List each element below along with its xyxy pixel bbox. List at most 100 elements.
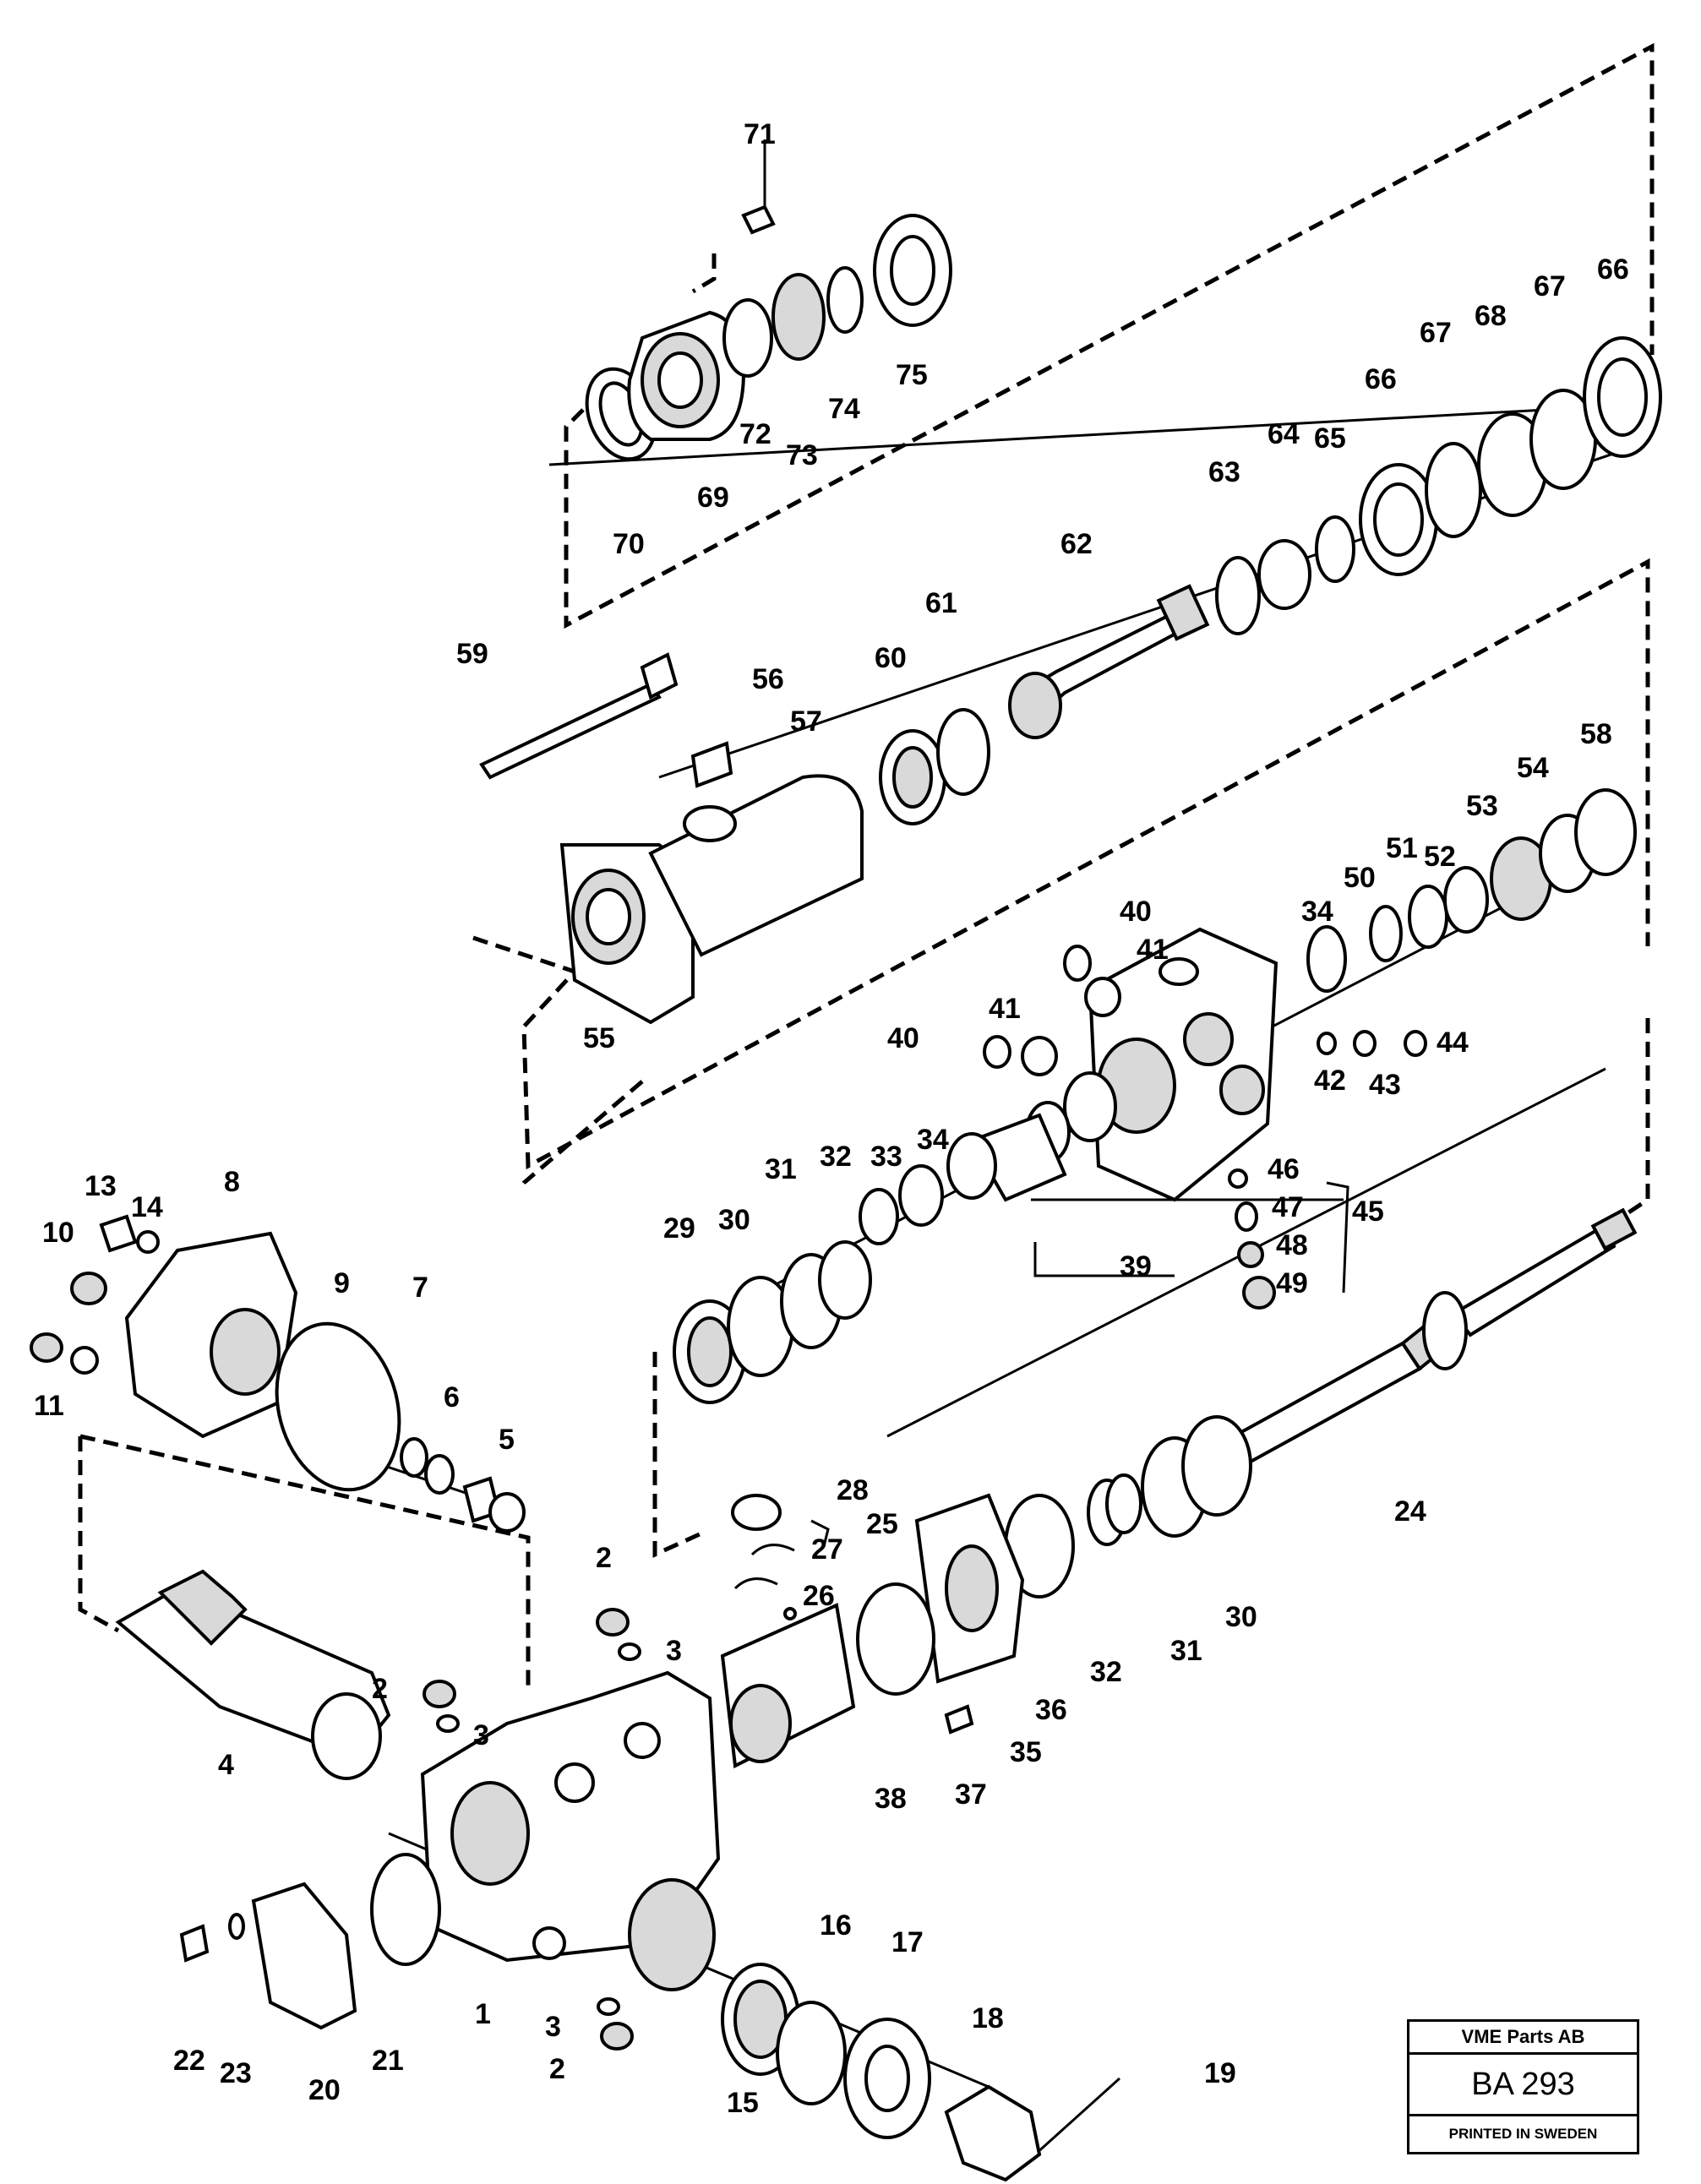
label-31b: 31 bbox=[1170, 1635, 1202, 1667]
gear-housing bbox=[420, 1670, 721, 1991]
label-51: 51 bbox=[1386, 832, 1418, 864]
label-73: 73 bbox=[786, 439, 818, 471]
label-2a: 2 bbox=[596, 1542, 612, 1574]
label-38: 38 bbox=[875, 1783, 907, 1815]
label-66a: 66 bbox=[1597, 253, 1629, 286]
cover-8-group bbox=[30, 1214, 526, 1533]
label-32a: 32 bbox=[820, 1141, 852, 1173]
label-32b: 32 bbox=[1090, 1656, 1122, 1688]
label-23: 23 bbox=[220, 2057, 252, 2089]
label-30a: 30 bbox=[718, 1204, 750, 1236]
label-4: 4 bbox=[218, 1749, 234, 1781]
label-46: 46 bbox=[1268, 1153, 1300, 1185]
lower-parts bbox=[179, 1853, 1042, 2182]
label-10: 10 bbox=[42, 1217, 74, 1249]
label-41b: 41 bbox=[989, 993, 1021, 1025]
label-65: 65 bbox=[1314, 422, 1346, 455]
label-40a: 40 bbox=[1120, 896, 1152, 928]
label-60: 60 bbox=[875, 642, 907, 674]
part-labels: 71 66 67 67 68 66 64 65 63 62 61 60 56 5… bbox=[34, 118, 1629, 2119]
label-48: 48 bbox=[1276, 1229, 1308, 1261]
bolt-59 bbox=[479, 652, 679, 780]
label-19: 19 bbox=[1204, 2057, 1236, 2089]
label-52: 52 bbox=[1424, 841, 1456, 873]
title-block-code: BA 293 bbox=[1409, 2055, 1637, 2116]
label-47: 47 bbox=[1272, 1191, 1304, 1223]
label-68: 68 bbox=[1475, 300, 1507, 332]
label-56: 56 bbox=[752, 663, 784, 695]
label-45: 45 bbox=[1352, 1195, 1384, 1228]
label-30b: 30 bbox=[1225, 1601, 1257, 1633]
label-71: 71 bbox=[744, 118, 776, 150]
label-28: 28 bbox=[837, 1474, 869, 1506]
label-24: 24 bbox=[1394, 1495, 1426, 1528]
label-43: 43 bbox=[1369, 1069, 1401, 1101]
upper-cover-group bbox=[585, 139, 952, 461]
label-35: 35 bbox=[1010, 1736, 1042, 1768]
label-63: 63 bbox=[1208, 456, 1240, 488]
label-3b: 3 bbox=[473, 1719, 489, 1751]
label-62: 62 bbox=[1060, 528, 1093, 560]
label-44: 44 bbox=[1437, 1027, 1469, 1059]
label-59: 59 bbox=[456, 638, 488, 670]
label-61: 61 bbox=[925, 587, 957, 619]
label-6: 6 bbox=[444, 1381, 460, 1413]
label-1: 1 bbox=[475, 1998, 491, 2030]
label-3c: 3 bbox=[545, 2011, 561, 2043]
label-36: 36 bbox=[1035, 1694, 1067, 1726]
piston-group bbox=[720, 1494, 856, 1769]
label-54: 54 bbox=[1517, 752, 1549, 784]
bearing-60-ring-61 bbox=[879, 708, 990, 825]
label-33: 33 bbox=[870, 1141, 902, 1173]
label-57: 57 bbox=[790, 705, 822, 738]
label-74: 74 bbox=[828, 393, 860, 425]
bearing-set-50-58 bbox=[1306, 788, 1637, 993]
title-block: VME Parts AB BA 293 PRINTED IN SWEDEN bbox=[1407, 2019, 1639, 2154]
label-29: 29 bbox=[663, 1212, 695, 1244]
label-31a: 31 bbox=[765, 1153, 797, 1185]
label-3a: 3 bbox=[666, 1635, 682, 1667]
label-69: 69 bbox=[697, 482, 729, 514]
label-14: 14 bbox=[131, 1191, 163, 1223]
label-75: 75 bbox=[896, 359, 928, 391]
valve-housing bbox=[559, 741, 864, 1025]
label-11: 11 bbox=[34, 1390, 64, 1422]
title-block-printed: PRINTED IN SWEDEN bbox=[1448, 2126, 1598, 2142]
label-26: 26 bbox=[803, 1580, 835, 1612]
label-15: 15 bbox=[727, 2087, 759, 2119]
label-67a: 67 bbox=[1534, 270, 1566, 302]
label-18: 18 bbox=[972, 2002, 1004, 2034]
label-66b: 66 bbox=[1365, 363, 1397, 395]
label-40b: 40 bbox=[887, 1022, 919, 1054]
input-shaft bbox=[1008, 584, 1210, 739]
label-41a: 41 bbox=[1137, 934, 1169, 966]
brackets bbox=[810, 1181, 1349, 1547]
valve-body bbox=[859, 927, 1278, 1245]
label-2c: 2 bbox=[549, 2053, 565, 2085]
assembly-guide-lines bbox=[78, 42, 1655, 1690]
cover-35-group bbox=[856, 1493, 1025, 1735]
label-16: 16 bbox=[820, 1909, 852, 1942]
label-25: 25 bbox=[866, 1508, 898, 1540]
label-67b: 67 bbox=[1420, 317, 1452, 349]
label-55: 55 bbox=[583, 1022, 615, 1054]
label-5: 5 bbox=[499, 1424, 515, 1456]
label-22: 22 bbox=[173, 2045, 205, 2077]
label-21: 21 bbox=[372, 2045, 404, 2077]
valve-small-parts bbox=[983, 945, 1427, 1310]
label-64: 64 bbox=[1268, 418, 1300, 450]
label-70: 70 bbox=[613, 528, 645, 560]
seal-set-30-36 bbox=[1004, 1415, 1252, 1599]
label-39: 39 bbox=[1120, 1250, 1152, 1283]
label-2b: 2 bbox=[372, 1673, 388, 1705]
label-53: 53 bbox=[1466, 790, 1498, 822]
label-27: 27 bbox=[811, 1533, 843, 1566]
label-7: 7 bbox=[412, 1272, 428, 1304]
label-37: 37 bbox=[955, 1778, 987, 1811]
title-block-company: VME Parts AB bbox=[1409, 2022, 1637, 2055]
label-20: 20 bbox=[308, 2074, 341, 2106]
bearing-stack bbox=[1215, 336, 1662, 635]
label-58: 58 bbox=[1580, 718, 1612, 750]
plugs-and-washers bbox=[423, 1608, 641, 2051]
